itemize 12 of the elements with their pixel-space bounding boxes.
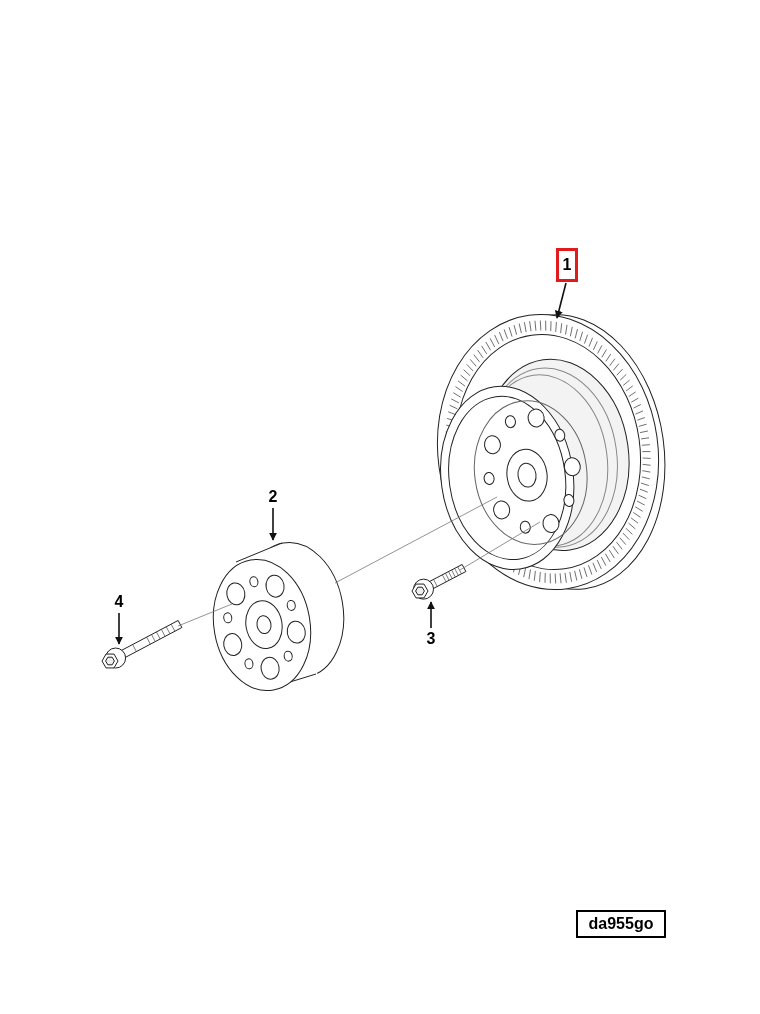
callout-number: 2 xyxy=(264,486,282,508)
assembly-line xyxy=(459,521,541,571)
callout-number: 1 xyxy=(556,248,578,282)
figure-code: da955go xyxy=(576,910,666,938)
callout-number: 3 xyxy=(422,628,440,650)
assembly-line xyxy=(334,496,498,584)
callout-number: 4 xyxy=(110,591,128,613)
assembly-line xyxy=(177,603,233,627)
leader-arrow xyxy=(269,507,277,541)
leader-arrow xyxy=(427,601,435,629)
leader-arrow xyxy=(554,282,567,319)
leader-arrow xyxy=(115,612,123,645)
